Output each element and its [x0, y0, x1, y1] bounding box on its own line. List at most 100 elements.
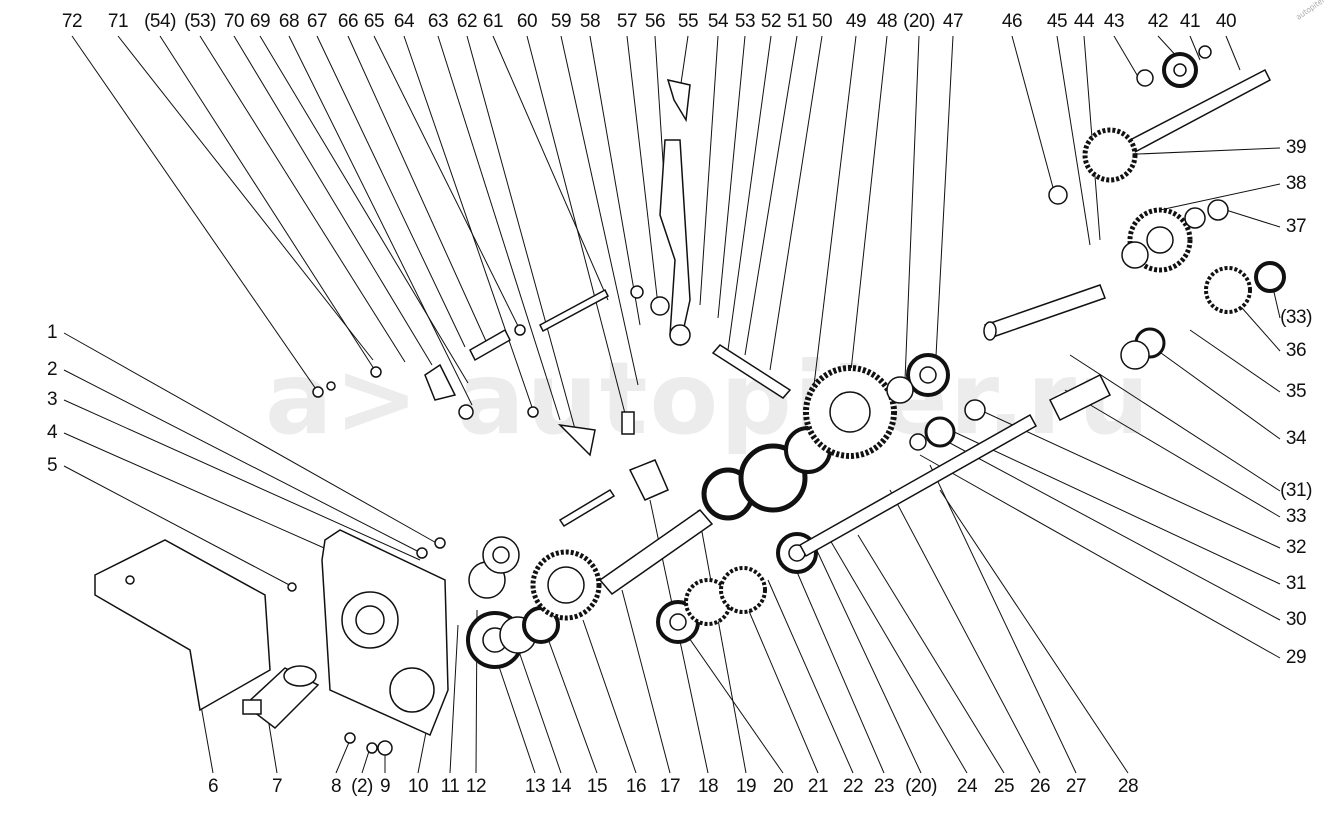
leader-line	[807, 35, 857, 436]
callout-label: (33)	[1280, 307, 1312, 328]
callout-label: 1	[46, 322, 58, 343]
callout-label: 54	[707, 11, 729, 32]
callout-label: 18	[697, 776, 719, 797]
leader-line	[437, 35, 561, 421]
leader-line	[316, 35, 466, 348]
callout-label: 25	[993, 776, 1015, 797]
leader-line	[335, 739, 351, 774]
callout-label: 49	[845, 11, 867, 32]
callout-label: 55	[677, 11, 699, 32]
callout-label: 27	[1065, 776, 1087, 797]
leader-line	[1189, 35, 1201, 61]
leader-line	[526, 35, 629, 426]
leader-line	[560, 35, 639, 386]
callout-label: 64	[393, 11, 415, 32]
callout-label: 38	[1285, 173, 1307, 194]
callout-label: 51	[786, 11, 808, 32]
leader-line	[739, 589, 819, 774]
leader-line	[727, 35, 772, 351]
leader-line	[939, 489, 1129, 774]
leader-line	[259, 35, 469, 384]
leader-line	[373, 35, 521, 331]
leader-line	[829, 539, 968, 774]
leader-line	[621, 589, 671, 774]
leader-lines	[63, 35, 1281, 774]
callout-label: 2	[46, 359, 58, 380]
callout-label: 60	[516, 11, 538, 32]
callout-label: 24	[956, 776, 978, 797]
leader-line	[1234, 299, 1281, 352]
leader-line	[849, 35, 888, 381]
callout-label: 70	[223, 11, 245, 32]
callout-label: 8	[330, 776, 342, 797]
leader-line	[793, 564, 885, 774]
callout-label: 65	[363, 11, 385, 32]
callout-label: 48	[876, 11, 898, 32]
leader-line	[492, 35, 609, 301]
callout-label: 68	[278, 11, 300, 32]
callout-label: (53)	[184, 11, 216, 32]
callout-label: 20	[772, 776, 794, 797]
callout-label: 34	[1285, 428, 1307, 449]
callout-label: 35	[1285, 381, 1307, 402]
callout-label: 17	[659, 776, 681, 797]
callout-label: 59	[550, 11, 572, 32]
leader-line	[979, 409, 1281, 549]
callout-label: 62	[456, 11, 478, 32]
leader-line	[1113, 35, 1141, 81]
callout-label: (20)	[905, 776, 937, 797]
callout-label: 43	[1103, 11, 1125, 32]
callout-label: 7	[271, 776, 283, 797]
callout-label: 50	[811, 11, 833, 32]
callout-label: 15	[586, 776, 608, 797]
callout-label: 6	[207, 776, 219, 797]
callout-label: 22	[842, 776, 864, 797]
leader-line	[697, 509, 747, 774]
leader-line	[199, 35, 406, 363]
callout-label: 14	[550, 776, 572, 797]
callout-label: 61	[482, 11, 504, 32]
leader-line	[514, 639, 562, 774]
leader-line	[117, 35, 374, 361]
leader-line	[919, 454, 1281, 659]
callout-label: 10	[407, 776, 429, 797]
callout-label: 58	[579, 11, 601, 32]
callout-label: 11	[440, 776, 460, 797]
leader-line	[403, 35, 534, 411]
callout-label: 30	[1285, 609, 1307, 630]
callout-label: 28	[1117, 776, 1139, 797]
leader-line	[679, 624, 784, 774]
callout-label: 36	[1285, 340, 1307, 361]
leader-line	[699, 35, 719, 306]
callout-label: 5	[46, 455, 58, 476]
leader-line	[767, 579, 854, 774]
leader-line	[63, 432, 341, 556]
leader-line	[71, 35, 319, 393]
leader-line	[904, 35, 920, 381]
callout-label: 39	[1285, 137, 1307, 158]
callout-label: (2)	[351, 776, 373, 797]
leader-line	[679, 35, 689, 91]
leader-line	[199, 699, 214, 774]
callout-label: 13	[524, 776, 546, 797]
leader-line	[626, 35, 659, 306]
callout-label: 21	[807, 776, 829, 797]
leader-line	[769, 35, 823, 371]
leader-line	[949, 429, 1281, 585]
callout-label: 66	[337, 11, 359, 32]
leader-line	[589, 35, 641, 326]
leader-line	[582, 619, 637, 774]
callout-label: 63	[427, 11, 449, 32]
callout-label: 46	[1001, 11, 1023, 32]
callout-label: 33	[1285, 506, 1307, 527]
callout-label: 23	[873, 776, 895, 797]
callout-label: 67	[306, 11, 328, 32]
callout-label: 37	[1285, 216, 1307, 237]
callout-label: 9	[379, 776, 391, 797]
callout-label: 53	[734, 11, 756, 32]
leader-line	[929, 464, 1077, 774]
callout-label: 41	[1179, 11, 1201, 32]
callout-label: 57	[616, 11, 638, 32]
callout-label: 16	[625, 776, 647, 797]
